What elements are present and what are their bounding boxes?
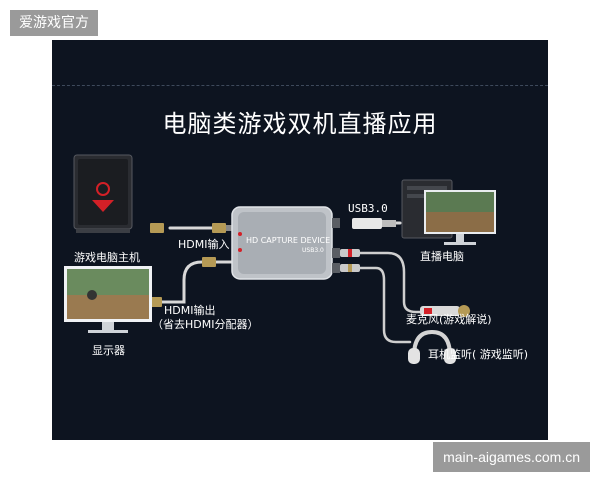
device-label: HD CAPTURE DEVICE [246, 236, 330, 245]
usb-label: USB3.0 [348, 202, 388, 215]
mic-label: 麦克风(游戏解说) [406, 311, 492, 327]
audio-jacks [340, 249, 360, 272]
device-sublabel: USB3.0 [302, 247, 324, 254]
monitor-icon [64, 266, 152, 333]
hdmi-out-note: （省去HDMI分配器） [152, 316, 258, 332]
usb-plug-icon [352, 218, 396, 229]
gaming-pc-icon [74, 155, 132, 233]
gaming-pc-label: 游戏电脑主机 [74, 249, 140, 265]
headphone-label: 耳机监听( 游戏监听) [428, 346, 528, 362]
monitor-label: 显示器 [92, 342, 125, 358]
headphone-cable [360, 268, 410, 342]
bottom-watermark: main-aigames.com.cn [433, 442, 590, 472]
stream-pc-icon [402, 180, 496, 245]
hdmi-out-plugs [148, 257, 216, 307]
hdmi-in-label: HDMI输入 [178, 236, 229, 252]
diagram-panel: 电脑类游戏双机直播应用 [52, 40, 548, 440]
hdmi-out-cable [152, 262, 232, 302]
stream-pc-label: 直播电脑 [420, 248, 464, 264]
top-watermark: 爱游戏官方 [10, 10, 98, 36]
mic-cable [360, 253, 420, 312]
